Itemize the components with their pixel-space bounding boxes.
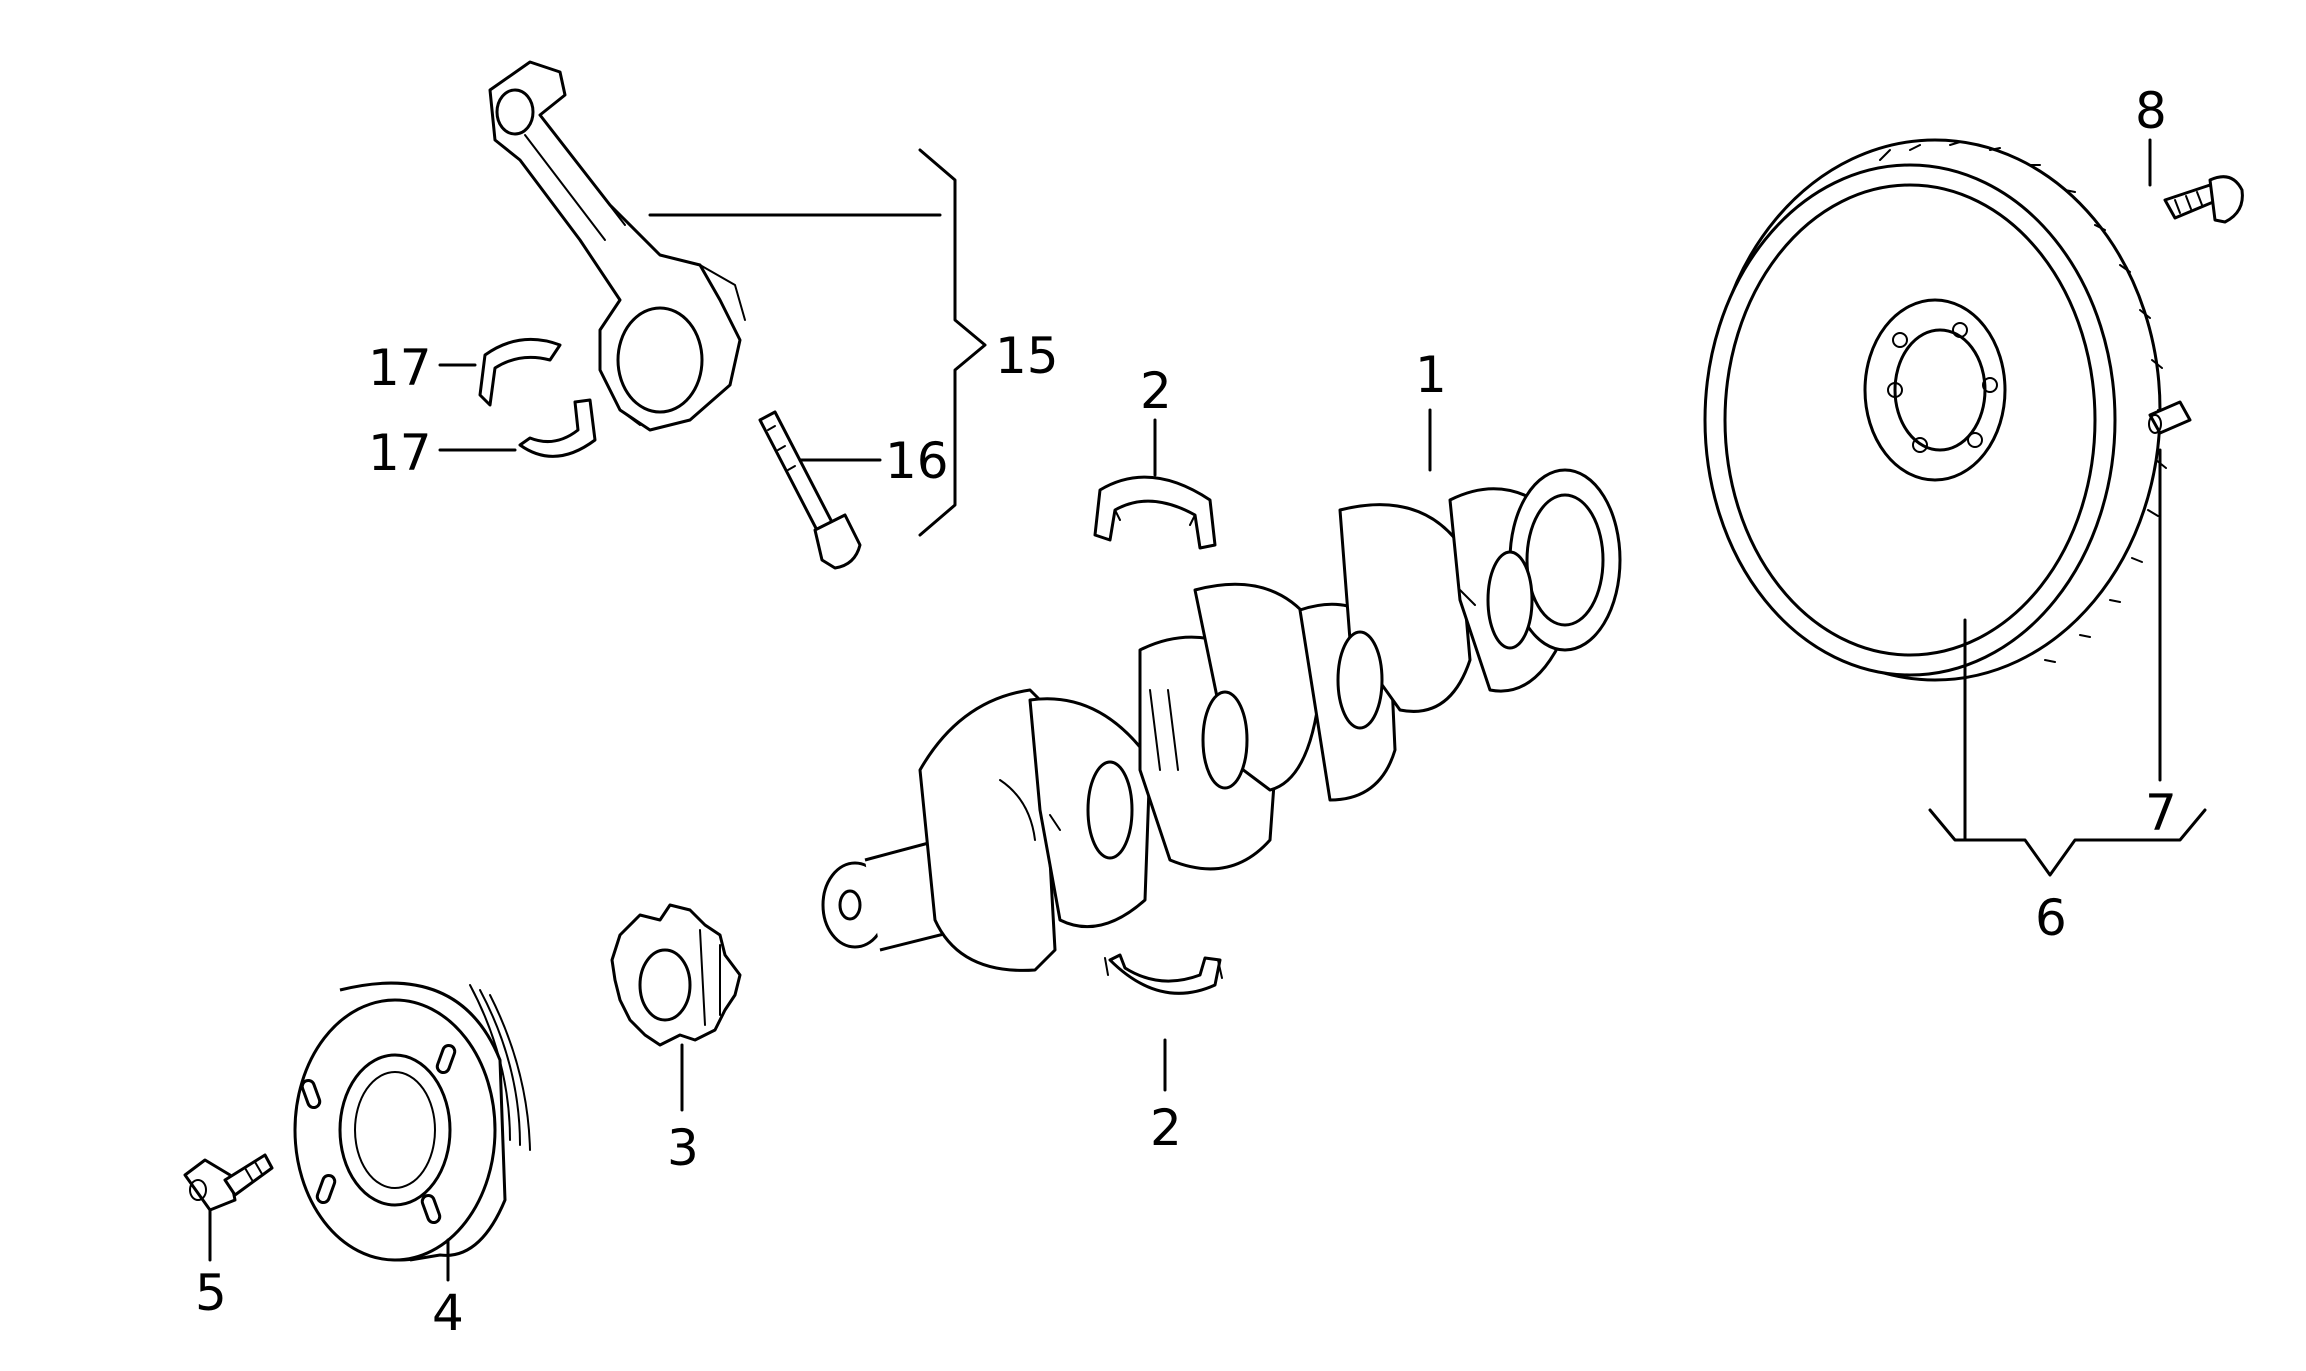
callout-17-upper: 17 (368, 339, 432, 397)
flywheel (1703, 138, 2169, 682)
leader-lines (208, 138, 2152, 1282)
main-bearing-shell-upper (1093, 475, 1217, 550)
conrod-assembly-bracket (648, 148, 987, 537)
callout-15: 15 (995, 327, 1059, 385)
callout-17-lower: 17 (368, 424, 432, 482)
crank-pulley (293, 981, 531, 1262)
conrod-bolt (758, 410, 862, 570)
callout-16: 16 (885, 432, 949, 490)
callout-8: 8 (2135, 82, 2167, 140)
callout-6: 6 (2035, 889, 2067, 947)
dowel-pin (2148, 400, 2192, 435)
main-bearing-shell-lower (1104, 953, 1223, 995)
callout-4: 4 (432, 1284, 464, 1342)
callout-1: 1 (1415, 346, 1447, 404)
conrod-bearing-shells (478, 337, 597, 458)
callout-5: 5 (195, 1264, 227, 1322)
callout-2-lower: 2 (1150, 1099, 1182, 1157)
flywheel-assembly-bracket (1928, 448, 2207, 877)
flywheel-bolt (2163, 175, 2244, 224)
callout-labels: 1 2 2 3 4 5 6 7 8 15 16 17 17 (195, 82, 2177, 1342)
callout-7: 7 (2145, 784, 2177, 842)
crankshaft (821, 468, 1622, 972)
pulley-bolt (183, 1153, 274, 1212)
connecting-rod (488, 60, 746, 432)
timing-gear (610, 903, 742, 1047)
callout-3: 3 (667, 1119, 699, 1177)
callout-2-upper: 2 (1140, 362, 1172, 420)
